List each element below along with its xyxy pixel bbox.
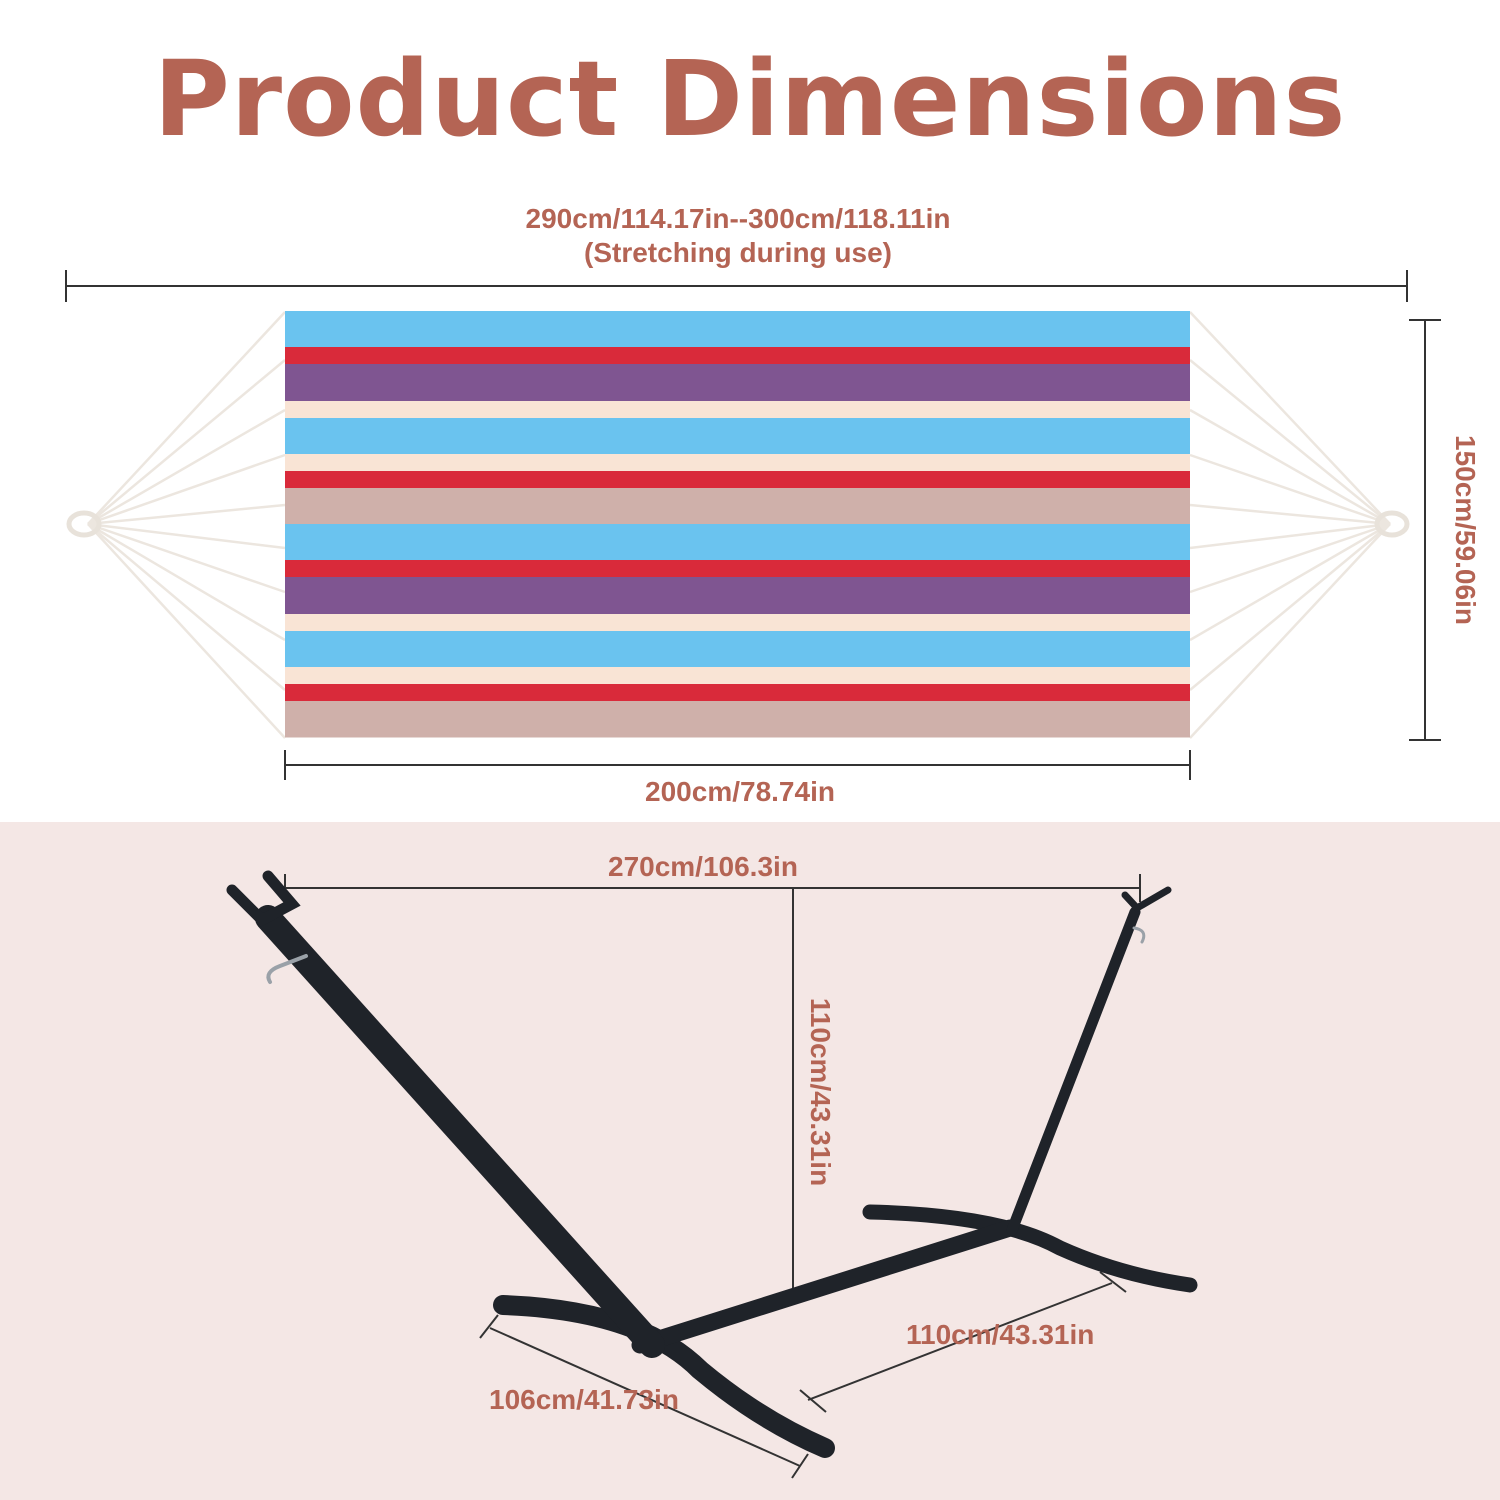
- total-length-value: 290cm/114.17in--300cm/118.11in: [525, 203, 951, 234]
- hammock-stripe: [285, 524, 1190, 561]
- bed-length-dimension-line: [284, 750, 1191, 780]
- hammock-ropes-right: [1189, 311, 1391, 739]
- base-left-dimension-line: [479, 1314, 809, 1479]
- hammock-stripe: [285, 311, 1190, 348]
- hammock-stripe: [285, 471, 1190, 489]
- hammock-stripe: [285, 577, 1190, 615]
- hammock-stripe: [285, 347, 1190, 365]
- total-length-dimension-line: [65, 270, 1408, 302]
- hammock-stripe: [285, 631, 1190, 668]
- hammock-stripe: [285, 454, 1190, 472]
- hammock-height-label: 150cm/59.06in: [1450, 435, 1481, 625]
- hammock-stripe: [285, 488, 1190, 525]
- hammock-bed: [285, 311, 1190, 738]
- hammock-stripe: [285, 560, 1190, 578]
- base-right-dimension-line: [799, 1271, 1127, 1413]
- stand-section-background: [0, 822, 1500, 1500]
- stand-span-label: 270cm/106.3in: [608, 851, 798, 882]
- total-length-label: 290cm/114.17in--300cm/118.11in (Stretchi…: [0, 202, 1476, 270]
- hammock-stripe: [285, 401, 1190, 419]
- base-right-label: 110cm/43.31in: [906, 1319, 1095, 1350]
- hammock-stripe: [285, 418, 1190, 455]
- hammock-height-dimension-line: [1409, 319, 1441, 741]
- base-left-label: 106cm/41.73in: [489, 1384, 679, 1415]
- stretching-note: (Stretching during use): [584, 237, 892, 268]
- hammock-stripe: [285, 667, 1190, 685]
- stand-height-label: 110cm/43.31in: [805, 997, 836, 1187]
- hammock-stripe: [285, 364, 1190, 402]
- right-hanging-ring: [1374, 510, 1410, 538]
- hammock-stand: [226, 870, 1198, 1458]
- bed-length-label: 200cm/78.74in: [645, 776, 835, 807]
- hammock-stripe: [285, 701, 1190, 738]
- left-hanging-ring: [66, 510, 102, 538]
- hammock-stripe: [285, 684, 1190, 702]
- hammock-stripe: [285, 614, 1190, 632]
- hammock-ropes-left: [87, 311, 286, 739]
- page-title: Product Dimensions: [153, 38, 1347, 160]
